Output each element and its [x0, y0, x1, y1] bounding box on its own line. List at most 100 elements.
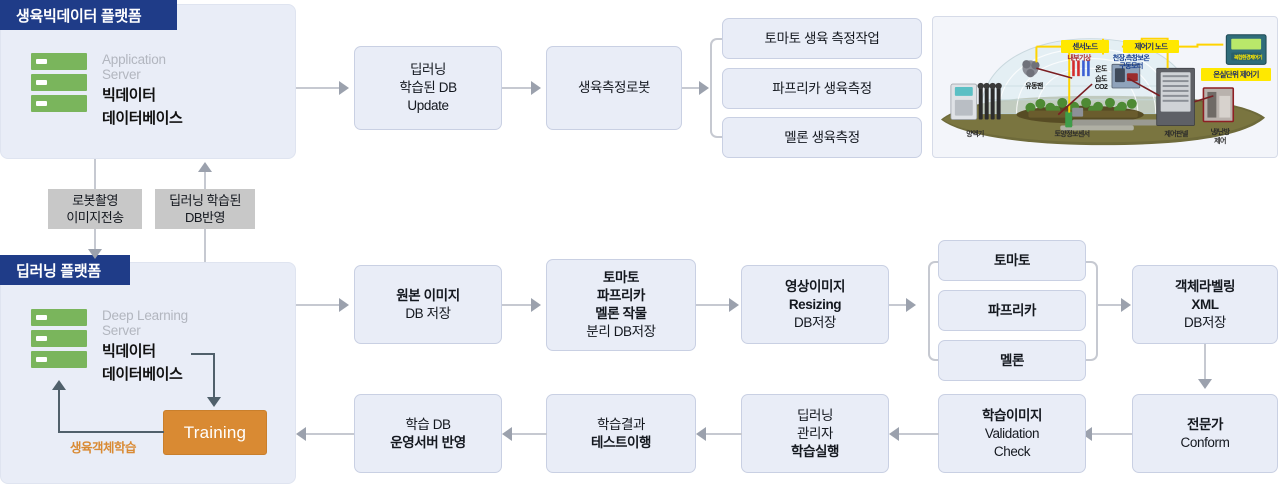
- label-control-panel: 제어판넬: [1164, 131, 1188, 138]
- box-melon-measure[interactable]: 멜론 생육측정: [722, 117, 922, 158]
- box-deep-db-update[interactable]: 딥러닝 학습된 DB Update: [354, 46, 502, 130]
- box-validation-check[interactable]: 학습이미지 Validation Check: [938, 394, 1086, 473]
- box-image-resizing-line3: DB저장: [793, 314, 836, 330]
- box-paprika-measure-label: 파프리카 생육측정: [772, 80, 872, 96]
- chip-robot-image-transfer-line2: 이미지전송: [66, 210, 124, 225]
- arrow-chip1-down: [88, 249, 102, 259]
- box-crop-split-db[interactable]: 토마토 파프리카 멜론 작물 분리 DB저장: [546, 259, 696, 351]
- connector-robot-to-branch: [682, 87, 700, 89]
- arrow-resizing-to-crops: [906, 298, 916, 312]
- training-box[interactable]: Training: [163, 410, 267, 455]
- deeplearning-server-main-line2: 데이터베이스: [102, 366, 183, 383]
- box-test-run[interactable]: 학습결과 테스트이행: [546, 394, 696, 473]
- deeplearning-server-sub-line1: Deep Learning: [102, 308, 188, 323]
- box-image-resizing-line2: Resizing: [788, 296, 842, 312]
- connector-chip2-line-upper: [204, 172, 206, 189]
- connector-training-loop-v: [58, 390, 60, 433]
- box-object-labeling-line2: XML: [1191, 296, 1219, 312]
- box-validation-check-line1: 학습이미지: [981, 407, 1043, 423]
- label-hvac-line2: 제어: [1214, 138, 1226, 145]
- connector-trainexec-to-testrun: [706, 433, 742, 435]
- bigdata-server-main-line2: 데이터베이스: [102, 110, 183, 127]
- arrow-robot-to-branch: [699, 81, 709, 95]
- arrow-origin-to-split: [531, 298, 541, 312]
- bracket-crops-right: [1084, 261, 1098, 361]
- bigdata-server-main-line1: 빅데이터: [102, 87, 156, 104]
- bigdata-server-sub-line2: Server: [102, 67, 141, 82]
- label-circulation-fan: 유동팬: [1025, 83, 1043, 90]
- bracket-crops-left: [928, 261, 942, 361]
- box-test-run-line2: 테스트이행: [590, 434, 652, 450]
- label-humidity: 습도: [1095, 76, 1107, 83]
- connector-deploy-to-platform: [306, 433, 354, 435]
- connector-bigdata-to-dbupdate: [296, 87, 340, 89]
- box-deploy-to-ops-line1: 학습 DB: [405, 416, 451, 432]
- panel-bigdata-title: 생육빅데이터 플랫폼: [0, 0, 177, 30]
- arrow-deploy-to-platform: [296, 427, 306, 441]
- label-soil-sensor: 토양정보센서: [1054, 131, 1090, 138]
- box-object-labeling-xml[interactable]: 객체라벨링 XML DB저장: [1132, 265, 1278, 344]
- box-origin-image-db-line2: DB 저장: [405, 305, 451, 321]
- deeplearning-server-main-line1: 빅데이터: [102, 343, 156, 360]
- connector-db-to-training-v: [213, 353, 215, 397]
- connector-expert-to-validation: [1092, 433, 1132, 435]
- box-crop-tomato[interactable]: 토마토: [938, 240, 1086, 281]
- arrow-labeling-to-expert: [1198, 379, 1212, 389]
- arrow-trainexec-to-testrun: [696, 427, 706, 441]
- box-tomato-measure-task[interactable]: 토마토 생육 측정작업: [722, 18, 922, 59]
- connector-chip1-line-lower: [94, 229, 96, 251]
- arrow-validation-to-trainexec: [889, 427, 899, 441]
- label-nutrient-machine: 양액기: [966, 131, 984, 138]
- label-internal-weather: 내부기상: [1067, 55, 1091, 62]
- deeplearning-server-block: Deep Learning Server 빅데이터 데이터베이스: [30, 308, 270, 384]
- box-deep-db-update-line2: 학습된 DB: [399, 80, 457, 95]
- box-crop-paprika-label: 파프리카: [987, 302, 1037, 318]
- bracket-measure-branch: [710, 38, 724, 138]
- bigdata-server-block: Application Server 빅데이터 데이터베이스: [30, 52, 270, 128]
- box-train-execute-line2: 관리자: [796, 425, 834, 441]
- server-rack-icon: [30, 309, 88, 368]
- box-deep-db-update-line1: 딥러닝: [409, 62, 447, 77]
- bigdata-server-sub-line1: Application: [102, 52, 166, 67]
- connector-validation-to-trainexec: [899, 433, 939, 435]
- box-crop-split-line1: 토마토: [602, 270, 640, 285]
- arrow-db-to-training: [207, 397, 221, 407]
- deeplearning-server-sub-line2: Server: [102, 323, 141, 338]
- box-crop-melon-label: 멜론: [999, 352, 1025, 368]
- connector-deeplearning-to-origin: [296, 304, 340, 306]
- box-expert-conform[interactable]: 전문가 Conform: [1132, 394, 1278, 473]
- arrow-training-loop-up: [52, 380, 66, 390]
- box-crop-melon[interactable]: 멜론: [938, 340, 1086, 381]
- box-expert-conform-line2: Conform: [1180, 434, 1230, 450]
- box-expert-conform-line1: 전문가: [1186, 416, 1224, 432]
- box-origin-image-db-line1: 원본 이미지: [396, 287, 460, 303]
- box-origin-image-db[interactable]: 원본 이미지 DB 저장: [354, 265, 502, 344]
- box-crop-paprika[interactable]: 파프리카: [938, 290, 1086, 331]
- box-melon-measure-label: 멜론 생육측정: [784, 129, 860, 145]
- arrow-deeplearning-to-origin: [339, 298, 349, 312]
- box-image-resizing-line1: 영상이미지: [784, 278, 846, 294]
- box-object-labeling-line1: 객체라벨링: [1174, 278, 1236, 294]
- box-train-execute-line3: 학습실행: [790, 443, 840, 459]
- label-hvac-line1: 냉/난방: [1210, 129, 1230, 136]
- deeplearning-server-text: Deep Learning Server 빅데이터 데이터베이스: [102, 308, 188, 384]
- server-rack-icon: [30, 53, 88, 112]
- box-deploy-to-ops[interactable]: 학습 DB 운영서버 반영: [354, 394, 502, 473]
- connector-training-loop-h: [58, 431, 164, 433]
- box-train-execute[interactable]: 딥러닝 관리자 학습실행: [741, 394, 889, 473]
- connector-testrun-to-deploy: [512, 433, 547, 435]
- bigdata-server-text: Application Server 빅데이터 데이터베이스: [102, 52, 183, 128]
- box-validation-check-line3: Check: [993, 443, 1031, 459]
- arrow-crops-to-labeling: [1121, 298, 1131, 312]
- label-drive-motor: 구동모터: [1119, 63, 1143, 70]
- training-loop-label: 생육객체학습: [70, 441, 137, 455]
- box-image-resizing[interactable]: 영상이미지 Resizing DB저장: [741, 265, 889, 344]
- chip-db-reflect-line1: 딥러닝 학습된: [169, 193, 241, 208]
- connector-dbupdate-to-robot: [502, 87, 532, 89]
- box-crop-split-line4: 분리 DB저장: [586, 324, 656, 339]
- box-deep-db-update-line3: Update: [407, 98, 449, 113]
- box-paprika-measure[interactable]: 파프리카 생육측정: [722, 68, 922, 109]
- connector-resizing-to-crops: [889, 304, 907, 306]
- box-measure-robot[interactable]: 생육측정로봇: [546, 46, 682, 130]
